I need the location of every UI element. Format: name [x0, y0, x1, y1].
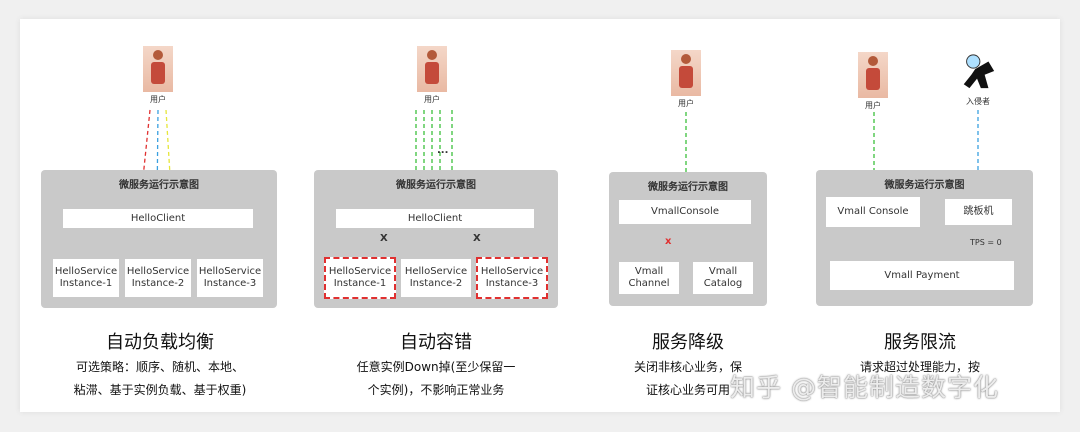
- instance-label: HelloService Instance-3: [480, 266, 544, 289]
- desc-rate-limit: 请求超过处理能力，按: [820, 356, 1020, 379]
- caption-degradation: 服务降级: [652, 332, 724, 353]
- instance-box: HelloService Instance-2: [401, 259, 471, 297]
- instance-box: HelloService Instance-3: [197, 259, 263, 297]
- user-label: 用户: [678, 99, 694, 108]
- instance-label: HelloService Instance-1: [54, 266, 118, 289]
- instance-label: HelloService Instance-2: [404, 266, 468, 289]
- user-icon: [858, 52, 888, 98]
- intruder-icon: [963, 54, 995, 89]
- desc-line: 关闭非核心业务，保: [633, 360, 742, 374]
- panel-title: 微服务运行示意图: [396, 180, 476, 191]
- panel-title: 微服务运行示意图: [119, 180, 199, 191]
- desc-fault-tolerance: 任意实例Down掉(至少保留一 个实例)，不影响正常业务: [316, 356, 556, 402]
- x-mark: X: [380, 233, 388, 244]
- instance-box: HelloService Instance-2: [125, 259, 191, 297]
- vmall-payment-box: Vmall Payment: [830, 261, 1014, 290]
- desc-line: 粘滞、基于实例负载、基于权重): [73, 383, 247, 397]
- user-figure-1: 用户: [138, 46, 178, 105]
- instance-label: HelloService Instance-2: [126, 266, 190, 289]
- caption-load-balance: 自动负载均衡: [106, 332, 214, 353]
- user-figure-4: 用户: [853, 52, 893, 111]
- desc-line: 任意实例Down掉(至少保留一: [356, 360, 516, 374]
- panel-title: 微服务运行示意图: [884, 180, 965, 191]
- instance-box-failed: HelloService Instance-1: [324, 257, 396, 299]
- intruder-label: 入侵者: [966, 97, 990, 106]
- caption-fault-tolerance: 自动容错: [400, 332, 472, 353]
- desc-line: 请求超过处理能力，按: [859, 360, 980, 374]
- instance-box: HelloService Instance-1: [53, 259, 119, 297]
- caption-rate-limit: 服务限流: [884, 332, 956, 353]
- instance-label: HelloService Instance-1: [328, 266, 392, 289]
- desc-line: 证核心业务可用: [645, 383, 730, 397]
- user-figure-3: 用户: [666, 50, 706, 109]
- instance-label: HelloService Instance-3: [198, 266, 262, 289]
- user-icon: [143, 46, 173, 92]
- jump-server-box: 跳板机: [945, 199, 1012, 225]
- vmall-console-box: VmallConsole: [619, 200, 751, 224]
- user-figure-2: 用户: [412, 46, 452, 105]
- user-label: 用户: [865, 101, 881, 110]
- desc-line: 个实例)，不影响正常业务: [367, 383, 505, 397]
- vmall-channel-box: Vmall Channel: [619, 262, 679, 294]
- desc-degradation: 关闭非核心业务，保 证核心业务可用: [603, 356, 773, 402]
- instance-box-failed: HelloService Instance-3: [476, 257, 548, 299]
- user-icon: [417, 46, 447, 92]
- x-mark: x: [665, 236, 672, 247]
- vmall-catalog-box: Vmall Catalog: [693, 262, 753, 294]
- intruder-figure: 入侵者: [955, 52, 1001, 107]
- hello-client-box: HelloClient: [63, 209, 253, 228]
- watermark: 知乎 @智能制造数字化: [730, 373, 999, 402]
- vmall-console-box: Vmall Console: [826, 197, 920, 227]
- user-label: 用户: [150, 95, 166, 104]
- user-label: 用户: [424, 95, 440, 104]
- panel-title: 微服务运行示意图: [648, 182, 728, 193]
- tps-label: TPS = 0: [970, 238, 1002, 247]
- ellipsis: ...: [437, 145, 449, 156]
- desc-line: 可选策略：顺序、随机、本地、: [75, 360, 244, 374]
- desc-load-balance: 可选策略：顺序、随机、本地、 粘滞、基于实例负载、基于权重): [40, 356, 280, 402]
- hello-client-box: HelloClient: [336, 209, 534, 228]
- user-icon: [671, 50, 701, 96]
- x-mark: X: [473, 233, 481, 244]
